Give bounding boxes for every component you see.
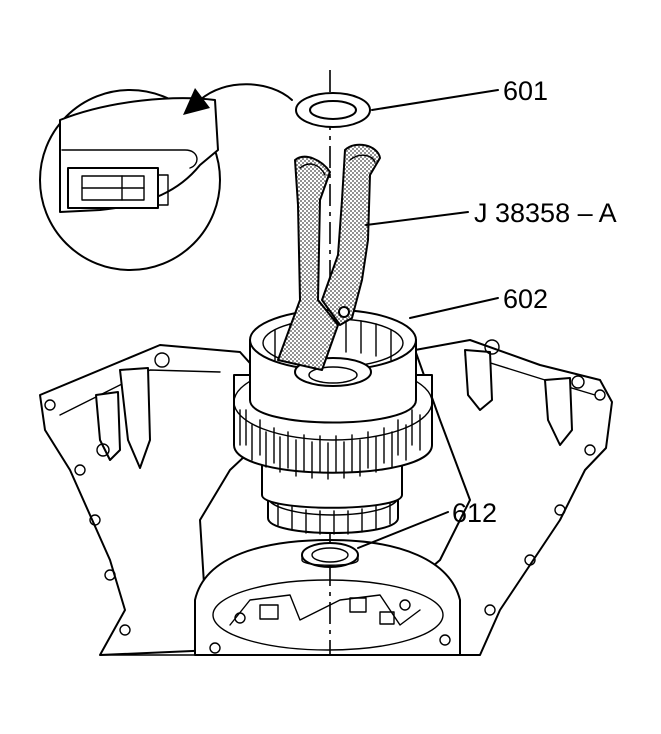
reverse-input-clutch-drum-602 bbox=[233, 309, 433, 535]
callout-612: 612 bbox=[452, 498, 497, 528]
tool-j-38358-a bbox=[277, 143, 381, 371]
leader-612 bbox=[357, 511, 449, 549]
snap-ring-601 bbox=[295, 92, 371, 128]
callout-601: 601 bbox=[503, 76, 548, 106]
callout-602: 602 bbox=[503, 284, 548, 314]
transmission-case bbox=[39, 339, 613, 656]
arrow-head bbox=[183, 88, 210, 115]
thrust-washer-612 bbox=[301, 542, 359, 568]
leader-602 bbox=[409, 297, 499, 319]
callout-tool: J 38358 – A bbox=[474, 198, 617, 228]
detail-magnifier bbox=[39, 89, 221, 271]
leader-601 bbox=[371, 89, 499, 111]
leader-tool bbox=[365, 211, 469, 226]
curved-arrow bbox=[199, 83, 293, 101]
